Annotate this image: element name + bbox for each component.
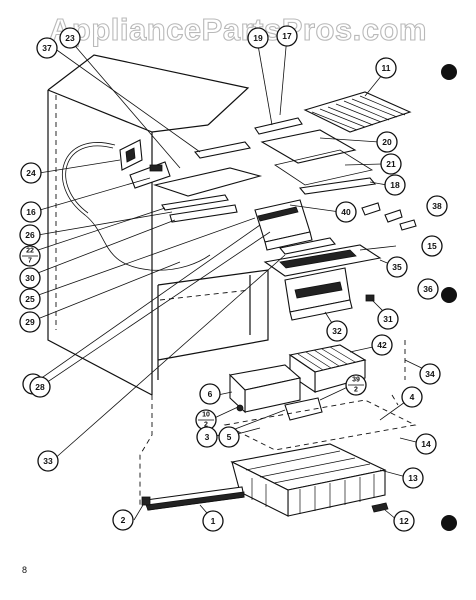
callout-25: 25 [19, 288, 41, 310]
svg-text:25: 25 [25, 294, 35, 304]
shelf-support-clips [361, 202, 417, 231]
callout-2: 2 [112, 509, 134, 531]
callout-15: 15 [421, 235, 443, 257]
callout-32: 32 [326, 320, 348, 342]
registration-dot-bottom [441, 515, 457, 531]
svg-text:20: 20 [382, 137, 392, 147]
svg-text:15: 15 [427, 241, 437, 251]
power-cord [62, 142, 211, 271]
svg-text:12: 12 [399, 516, 409, 526]
svg-text:7: 7 [28, 258, 32, 265]
svg-text:1: 1 [211, 516, 216, 526]
svg-text:32: 32 [332, 326, 342, 336]
callout-31: 31 [377, 308, 399, 330]
callout-30: 30 [19, 267, 41, 289]
callout-1: 1 [202, 510, 224, 532]
svg-text:30: 30 [25, 273, 35, 283]
svg-text:24: 24 [26, 168, 36, 178]
bottom-grille-rail [141, 486, 245, 511]
svg-text:34: 34 [425, 369, 435, 379]
callout-20: 20 [376, 131, 398, 153]
callout-23: 23 [59, 27, 81, 49]
svg-text:18: 18 [390, 180, 400, 190]
svg-text:29: 29 [25, 317, 35, 327]
svg-text:2: 2 [121, 515, 126, 525]
callout-17: 17 [276, 25, 298, 47]
callout-21: 21 [380, 153, 402, 175]
callout-5: 5 [218, 426, 240, 448]
svg-text:17: 17 [282, 31, 292, 41]
svg-text:42: 42 [377, 340, 387, 350]
callout-24: 24 [20, 162, 42, 184]
callout-6: 6 [199, 383, 221, 405]
svg-text:16: 16 [26, 207, 36, 217]
ice-maker [288, 344, 367, 394]
svg-text:21: 21 [386, 159, 396, 169]
wire-shelf [303, 91, 412, 133]
tray-outline [223, 399, 417, 451]
callout-36: 36 [417, 278, 439, 300]
svg-text:5: 5 [227, 432, 232, 442]
callout-18: 18 [384, 174, 406, 196]
callout-11: 11 [375, 57, 397, 79]
wire-basket [230, 443, 387, 517]
callout-35: 35 [386, 256, 408, 278]
svg-text:40: 40 [341, 207, 351, 217]
control-housing [119, 139, 171, 189]
svg-text:4: 4 [410, 392, 415, 402]
svg-text:37: 37 [42, 43, 52, 53]
callout-12: 12 [393, 510, 415, 532]
svg-text:19: 19 [253, 33, 263, 43]
registration-dot-top [441, 64, 457, 80]
svg-text:14: 14 [421, 439, 431, 449]
svg-text:6: 6 [208, 389, 213, 399]
callout-14: 14 [415, 433, 437, 455]
svg-text:35: 35 [392, 262, 402, 272]
svg-text:23: 23 [65, 33, 75, 43]
crisper-drawer [254, 199, 337, 255]
glass-shelf-frame [260, 129, 377, 195]
callout-4: 4 [401, 386, 423, 408]
ice-chute [263, 244, 382, 321]
svg-text:2: 2 [354, 387, 358, 394]
callout-33: 33 [37, 450, 59, 472]
retainer-clip [365, 294, 375, 302]
svg-text:26: 26 [25, 230, 35, 240]
registration-dot-middle [441, 287, 457, 303]
callout-37: 37 [36, 37, 58, 59]
callout-39: 392 [345, 374, 367, 396]
upper-shelf-rails [152, 117, 303, 223]
callout-28: 28 [29, 376, 51, 398]
callout-42: 42 [371, 334, 393, 356]
svg-text:22: 22 [26, 248, 34, 255]
svg-text:38: 38 [432, 201, 442, 211]
svg-text:31: 31 [383, 314, 393, 324]
callout-26: 26 [19, 224, 41, 246]
svg-text:3: 3 [205, 432, 210, 442]
watermark-text: AppliancePartsPros.com [49, 12, 427, 47]
svg-text:11: 11 [382, 63, 391, 73]
clip-part [371, 502, 389, 513]
svg-text:33: 33 [43, 456, 53, 466]
svg-text:10: 10 [202, 412, 210, 419]
callout-29: 29 [19, 311, 41, 333]
ice-bucket-assembly [228, 364, 323, 421]
svg-text:36: 36 [423, 284, 433, 294]
callout-34: 34 [419, 363, 441, 385]
svg-text:28: 28 [35, 382, 45, 392]
page-number: 8 [22, 565, 27, 575]
callout-3: 3 [196, 426, 218, 448]
callout-38: 38 [426, 195, 448, 217]
callout-16: 16 [20, 201, 42, 223]
svg-text:2: 2 [204, 422, 208, 429]
svg-text:13: 13 [408, 473, 418, 483]
callout-40: 40 [335, 201, 357, 223]
callout-13: 13 [402, 467, 424, 489]
svg-text:39: 39 [352, 377, 360, 384]
callout-22: 227 [19, 245, 41, 267]
callout-19: 19 [247, 27, 269, 49]
